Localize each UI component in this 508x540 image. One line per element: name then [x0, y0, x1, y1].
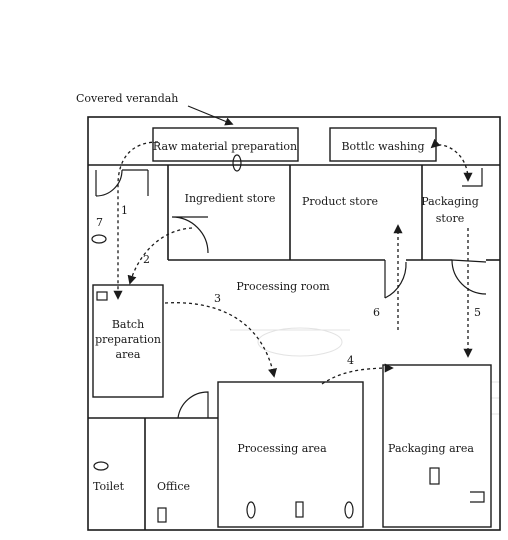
- bottle-washing-door-icon: [462, 168, 483, 187]
- bottle-washing-label: Bottlc washing: [341, 140, 424, 153]
- outer-wall: [87, 116, 501, 531]
- office-label: Office: [157, 480, 190, 493]
- product-store-door-icon: [384, 260, 407, 299]
- processing-room-label: Processing room: [236, 280, 330, 293]
- ingredient-store-label: Ingredient store: [185, 192, 276, 205]
- office-desk-icon: [157, 507, 167, 523]
- batch-sink-icon: [96, 291, 108, 301]
- flow-arrow-bottle-washing: [430, 138, 473, 182]
- packaging-store-door-icon: [451, 259, 487, 295]
- flow-number-3: 3: [214, 292, 221, 305]
- packaging-store-label-line1: Packaging: [421, 195, 479, 208]
- flow-arrow-4: [321, 363, 394, 385]
- packaging-door-icon: [470, 491, 485, 503]
- raw-prep-sink-icon: [232, 154, 242, 172]
- flow-arrow-2: [127, 227, 193, 285]
- product-store-label: Product store: [302, 195, 378, 208]
- packaging-area-room: [382, 364, 492, 528]
- packaging-area-label: Packaging area: [388, 442, 474, 455]
- flow-number-5: 5: [474, 306, 481, 319]
- flow-number-6: 6: [373, 306, 380, 319]
- batch-preparation-label-line1: Batch: [112, 318, 144, 331]
- flow-number-1: 1: [121, 204, 128, 217]
- batch-preparation-label-line2: preparation: [95, 333, 161, 346]
- ingredient-store-door-icon: [171, 216, 209, 254]
- processing-sink-right-icon: [344, 501, 354, 519]
- flow-arrow-1: [113, 141, 159, 300]
- processing-sink-left-icon: [246, 501, 256, 519]
- entrance-door-icon: [95, 169, 123, 197]
- processing-area-door-icon: [177, 391, 209, 419]
- packaging-table-icon: [429, 467, 440, 485]
- raw-material-preparation-bench: [152, 127, 299, 162]
- batch-preparation-label-line3: area: [116, 348, 141, 361]
- processing-area-label: Processing area: [237, 442, 327, 455]
- batch-preparation-bench: [92, 284, 164, 398]
- flow-number-2: 2: [143, 253, 150, 266]
- toilet-label: Toilet: [93, 480, 125, 493]
- covered-verandah-label: Covered verandah: [76, 92, 178, 105]
- raw-material-preparation-label: Raw material preparation: [153, 140, 297, 153]
- flow-number-7: 7: [96, 216, 103, 229]
- flow-arrow-3: [164, 302, 277, 378]
- verandah-pointer-arrow: [187, 105, 234, 126]
- packaging-store-label-line2: store: [436, 212, 464, 225]
- item-7-sink-icon: [91, 234, 107, 244]
- toilet-bowl-icon: [93, 461, 109, 471]
- bottle-washing-bench: [329, 127, 437, 162]
- flow-number-4: 4: [347, 354, 354, 367]
- processing-area-room: [217, 381, 364, 528]
- processing-table-icon: [295, 501, 304, 518]
